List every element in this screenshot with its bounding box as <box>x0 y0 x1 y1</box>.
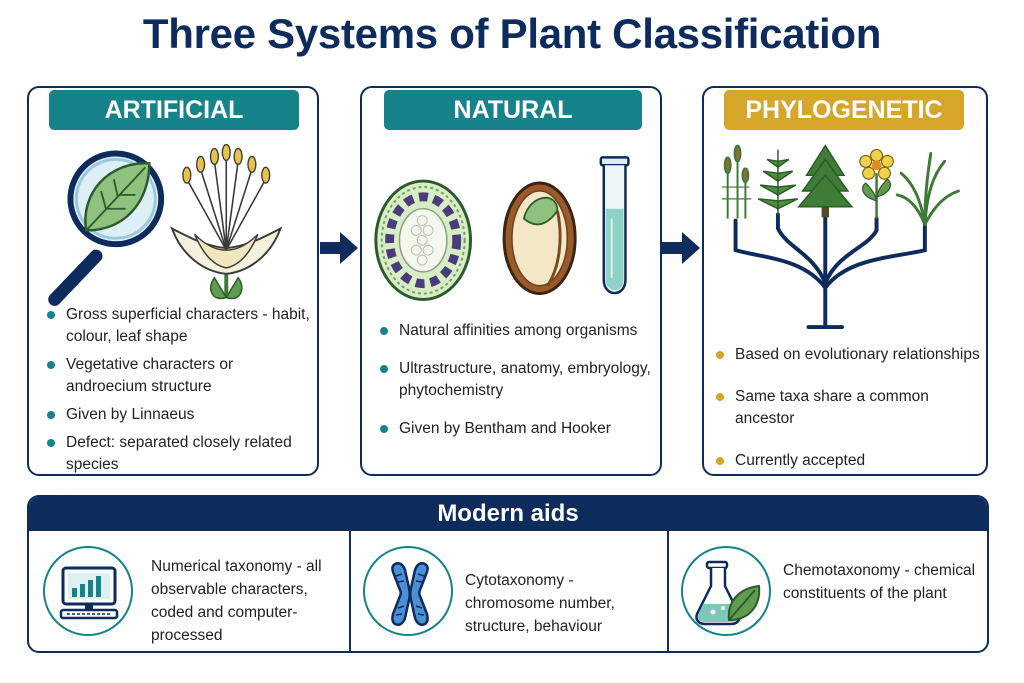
natural-heading: NATURAL <box>384 90 642 130</box>
modern-aid-text: Chemotaxonomy - chemical constituents of… <box>783 562 976 602</box>
bullet-item: Same taxa share a common ancestor <box>712 386 987 430</box>
bullet-text: Given by Bentham and Hooker <box>399 420 611 437</box>
bullet-item: Defect: separated closely related specie… <box>43 432 313 476</box>
chromosome-icon <box>363 546 453 636</box>
bullet-text: Currently accepted <box>735 452 866 469</box>
natural-bullets: Natural affinities among organisms Ultra… <box>376 320 656 440</box>
divider <box>349 531 351 651</box>
phylogenetic-tree-icon <box>721 144 960 330</box>
bullet-item: Gross superficial characters - habit, co… <box>43 304 313 348</box>
bullet-text: Vegetative characters or androecium stru… <box>66 356 234 395</box>
bullet-item: Based on evolutionary relationships <box>712 344 987 366</box>
computer-chart-icon <box>43 546 133 636</box>
artificial-card: ARTIFICIAL <box>27 86 319 476</box>
flowering-plant <box>859 148 894 219</box>
modern-aid-item: Cytotaxonomy - chromosome number, struct… <box>351 531 667 651</box>
bullet-dot <box>380 365 388 373</box>
bullet-text: Gross superficial characters - habit, co… <box>66 306 310 345</box>
modern-aid-text: Numerical taxonomy - all observable char… <box>151 558 322 644</box>
bullet-text: Given by Linnaeus <box>66 406 195 423</box>
natural-illustration <box>374 156 630 301</box>
modern-aids-heading: Modern aids <box>29 497 987 531</box>
bullet-dot <box>380 327 388 335</box>
natural-card: NATURAL Natural affinities <box>360 86 662 476</box>
bullet-text: Ultrastructure, anatomy, embryology, phy… <box>399 360 651 399</box>
bullet-dot <box>47 311 55 319</box>
horsetail-plant <box>721 144 752 219</box>
bullet-dot <box>716 457 724 465</box>
divider <box>667 531 669 651</box>
bullet-dot <box>47 411 55 419</box>
bullet-item: Currently accepted <box>712 450 987 472</box>
phylogenetic-card: PHYLOGENETIC <box>702 86 988 476</box>
artificial-illustration <box>48 143 283 306</box>
bullet-dot <box>47 361 55 369</box>
arrow-right-icon <box>320 232 358 264</box>
bullet-text: Same taxa share a common ancestor <box>735 388 929 427</box>
bullet-item: Given by Bentham and Hooker <box>376 418 656 440</box>
stem-cross-section-icon <box>374 179 473 301</box>
phylogenetic-heading: PHYLOGENETIC <box>724 90 964 130</box>
artificial-bullets: Gross superficial characters - habit, co… <box>43 304 313 476</box>
bullet-item: Ultrastructure, anatomy, embryology, phy… <box>376 358 656 402</box>
bullet-dot <box>716 351 724 359</box>
artificial-heading: ARTIFICIAL <box>49 90 299 130</box>
phylogenetic-bullets: Based on evolutionary relationships Same… <box>712 344 987 472</box>
modern-aid-item: Numerical taxonomy - all observable char… <box>29 531 349 651</box>
bullet-text: Defect: separated closely related specie… <box>66 434 292 473</box>
fern-plant <box>757 149 799 215</box>
stamen-flower-icon <box>170 143 283 300</box>
modern-aids-panel: Modern aids Numerical taxonomy - all obs… <box>27 495 989 653</box>
flask-leaf-icon <box>681 546 771 636</box>
seed-embryo-icon <box>502 181 577 296</box>
modern-aid-text: Cytotaxonomy - chromosome number, struct… <box>465 572 615 635</box>
bullet-text: Based on evolutionary relationships <box>735 346 980 363</box>
conifer-plant <box>797 144 854 218</box>
magnifier-leaf-icon <box>48 150 165 306</box>
bullet-text: Natural affinities among organisms <box>399 322 638 339</box>
bullet-item: Given by Linnaeus <box>43 404 313 426</box>
bullet-dot <box>716 393 724 401</box>
test-tube-icon <box>599 156 630 295</box>
arrow-right-icon <box>662 232 700 264</box>
bullet-dot <box>380 425 388 433</box>
grass-plant <box>895 152 960 226</box>
page-title: Three Systems of Plant Classification <box>142 10 882 57</box>
modern-aid-item: Chemotaxonomy - chemical constituents of… <box>669 531 987 651</box>
bullet-dot <box>47 439 55 447</box>
bullet-item: Natural affinities among organisms <box>376 320 656 342</box>
bullet-item: Vegetative characters or androecium stru… <box>43 354 313 398</box>
